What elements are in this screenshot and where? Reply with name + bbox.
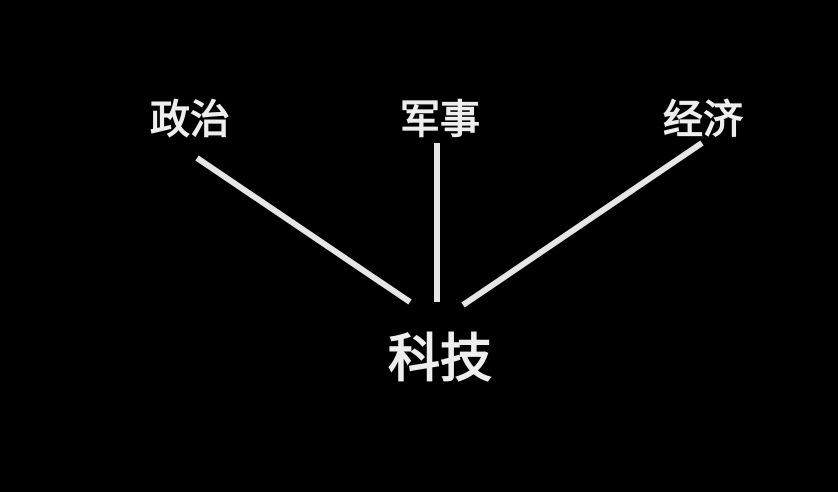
- edge-economy-technology: [461, 140, 704, 308]
- node-politics: 政治: [150, 97, 230, 143]
- node-economy: 经济: [663, 97, 743, 143]
- edge-politics-technology: [195, 155, 412, 305]
- node-military: 军事: [400, 97, 480, 143]
- node-technology: 科技: [387, 329, 493, 390]
